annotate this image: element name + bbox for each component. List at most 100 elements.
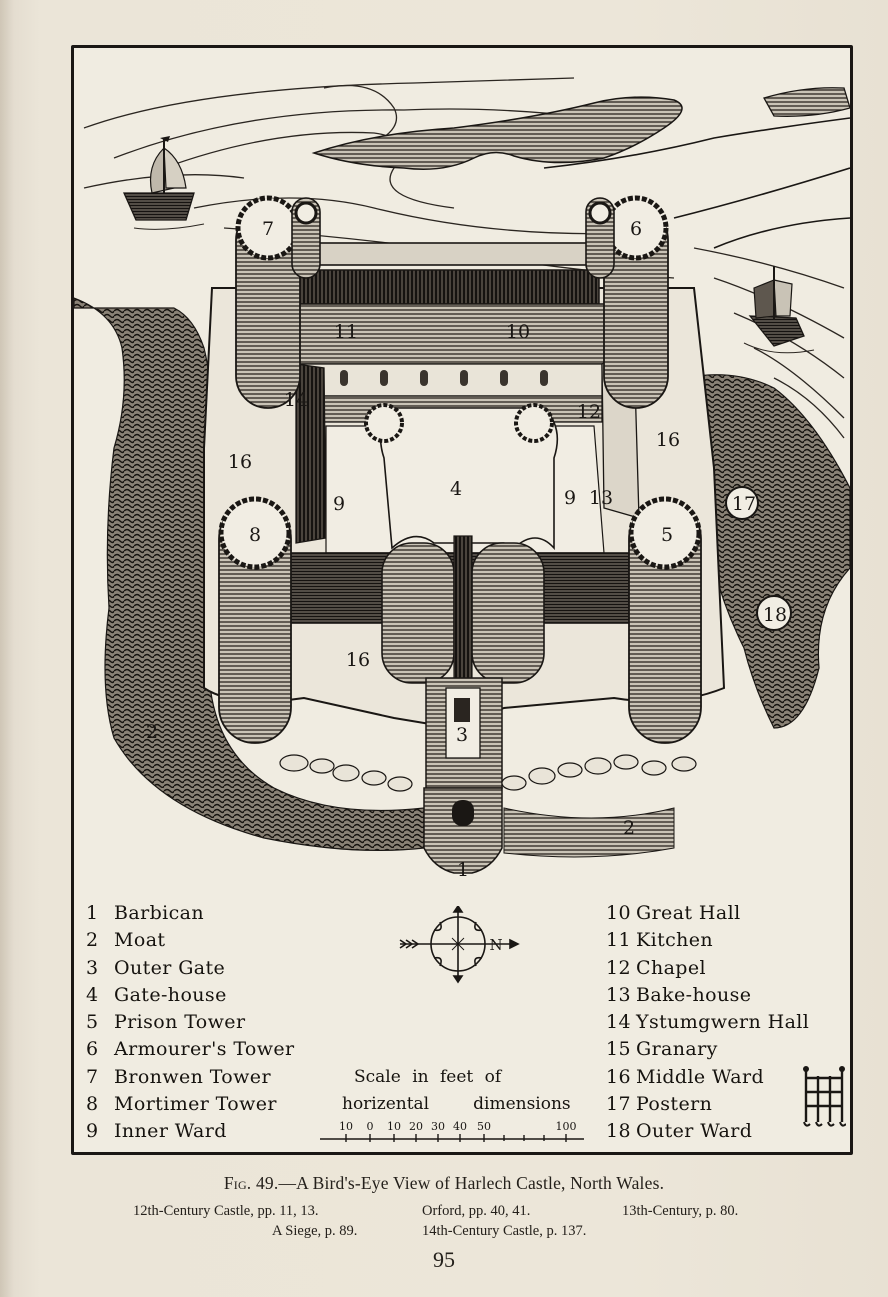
page-number: 95	[433, 1247, 455, 1272]
compass-rose: N	[396, 904, 520, 986]
hall-windows	[340, 370, 548, 386]
tower-5-prison	[628, 496, 702, 744]
legend-number: 1	[86, 902, 99, 924]
moat-right	[503, 807, 675, 858]
scale-tick-label: 30	[431, 1120, 445, 1133]
map-label: 14	[284, 389, 308, 411]
distant-shore	[311, 96, 683, 170]
legend-item: 3 Outer Gate	[86, 955, 295, 982]
xref: Orford, pp. 40, 41.	[422, 1203, 531, 1219]
xref: A Siege, p. 89.	[272, 1223, 358, 1239]
legend-label: Outer Ward	[636, 1120, 753, 1143]
far-coast	[543, 117, 850, 249]
postern-marker	[725, 486, 759, 520]
map-label: 16	[346, 649, 370, 671]
map-label: 18	[763, 604, 787, 626]
scale-tick-label: 0	[367, 1120, 374, 1133]
legend-number: 11	[606, 929, 631, 952]
legend-number: 7	[86, 1065, 99, 1088]
scale-caption-word: dimensions	[473, 1094, 571, 1114]
map-label: 13	[589, 487, 613, 509]
legend-number: 4	[86, 983, 99, 1006]
gatehouse	[364, 403, 559, 687]
legend-number: 2	[86, 929, 99, 952]
legend-number: 3	[86, 956, 99, 979]
xref: 12th-Century Castle, pp. 11, 13.	[133, 1203, 319, 1219]
legend-label: Chapel	[636, 956, 706, 979]
rubble	[279, 754, 697, 792]
xref: 13th-Century, p. 80.	[622, 1203, 739, 1219]
scale-tick-label: 40	[453, 1120, 467, 1133]
legend-label: Prison Tower	[114, 1011, 246, 1034]
north-label: N	[489, 936, 502, 954]
barbican	[423, 677, 503, 874]
legend-label: Bake-house	[636, 983, 752, 1006]
scale-caption-line1: Scale in feet of	[354, 1067, 502, 1087]
map-labels: 7 6 11 10 14 12 16 16 4 9 9 13 17 8 5 18…	[146, 218, 787, 881]
map-label: 4	[450, 478, 462, 500]
headland	[763, 87, 850, 117]
legend-label: Inner Ward	[114, 1120, 227, 1143]
scale-caption-line2: horizental dimensions	[342, 1094, 571, 1114]
map-label: 2	[623, 817, 635, 839]
map-label: 12	[577, 401, 601, 423]
map-label: 10	[506, 321, 530, 343]
legend-number: 10	[606, 902, 631, 924]
legend-item: 8 Mortimer Tower	[86, 1091, 295, 1118]
outer-ward-marker	[756, 595, 792, 631]
legend-number: 16	[606, 1065, 631, 1088]
legend-label: Postern	[636, 1093, 713, 1116]
legend-number: 13	[606, 983, 631, 1006]
ship-right	[743, 266, 815, 354]
legend-label: Outer Gate	[114, 956, 226, 979]
legend-label: Moat	[114, 929, 166, 952]
rear-curtain	[305, 242, 607, 266]
map-label: 9	[333, 493, 345, 515]
tower-7-bronwen	[235, 195, 321, 409]
castle-drawing: 7 6 11 10 14 12 16 16 4 9 9 13 17 8 5 18…	[74, 77, 850, 881]
scale-tick-label: 10	[387, 1120, 401, 1133]
scale-caption-word: horizental	[342, 1094, 430, 1114]
legend-label: Mortimer Tower	[114, 1093, 277, 1116]
map-label: 11	[334, 321, 358, 343]
portcullis-icon	[802, 1064, 847, 1128]
legend-number: 9	[86, 1120, 99, 1143]
legend-item: 2 Moat	[86, 927, 295, 954]
map-label: 17	[732, 493, 756, 515]
castle-illustration: 7 6 11 10 14 12 16 16 4 9 9 13 17 8 5 18…	[74, 48, 850, 888]
map-label: 3	[456, 724, 468, 746]
legend-number: 15	[606, 1038, 631, 1061]
map-label: 16	[656, 429, 680, 451]
legend-number: 8	[86, 1093, 99, 1116]
scale-tick-label: 50	[477, 1120, 491, 1133]
kitchen-roof	[298, 269, 600, 305]
legend-item: 9 Inner Ward	[86, 1118, 295, 1145]
legend-label: Ystumgwern Hall	[636, 1011, 810, 1034]
legend-number: 12	[606, 956, 631, 979]
compass-icon: N	[399, 904, 520, 984]
map-label: 1	[457, 859, 469, 881]
legend-label: Armourer's Tower	[114, 1038, 295, 1061]
figure-caption: Fig. 49.—A Bird's-Eye View of Harlech Ca…	[0, 1173, 888, 1194]
legend-label: Great Hall	[636, 902, 741, 924]
legend-label: Kitchen	[636, 929, 714, 952]
figure-title: —A Bird's-Eye View of Harlech Castle, No…	[278, 1173, 665, 1193]
tower-8-mortimer	[218, 496, 292, 744]
legend-number: 14	[606, 1011, 631, 1034]
tower-6-armourers	[585, 195, 669, 409]
figure-number: Fig. 49.	[223, 1173, 279, 1193]
